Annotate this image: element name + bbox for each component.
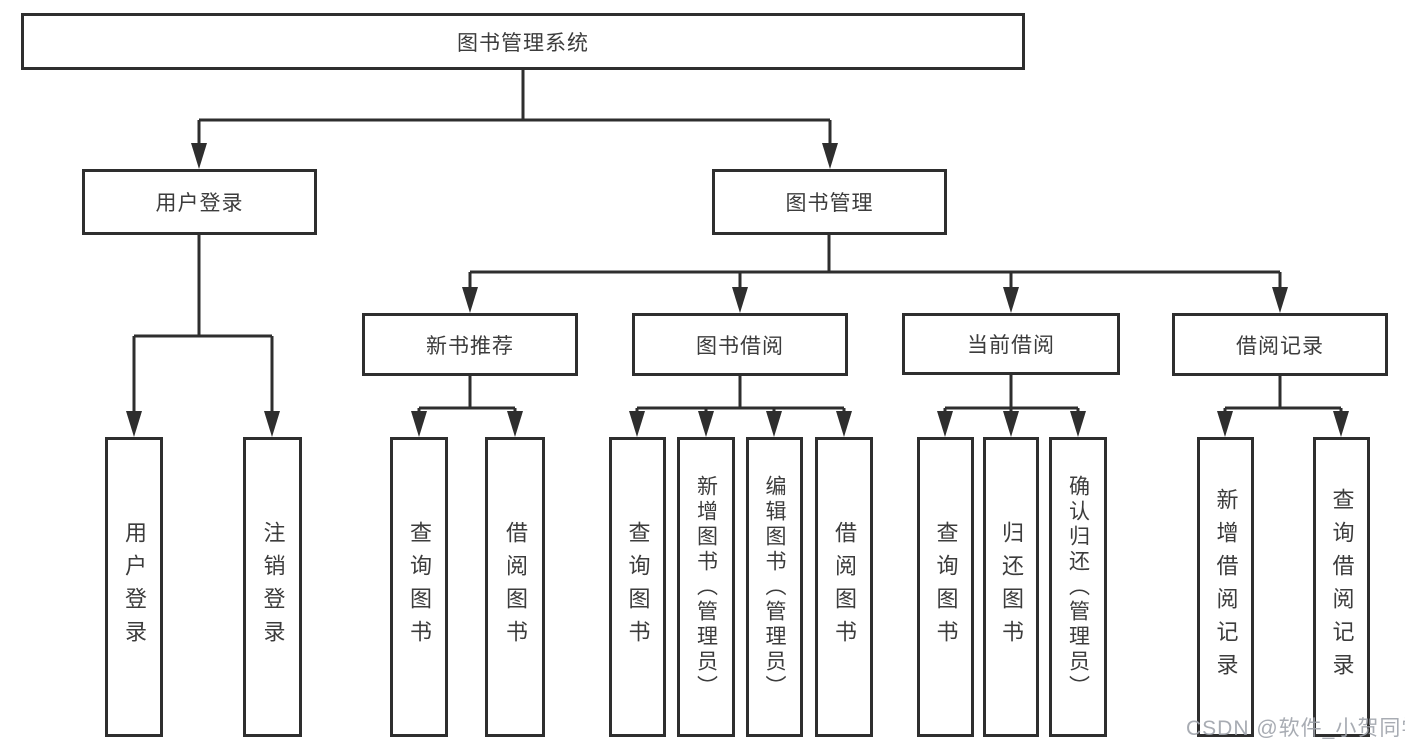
leaf-query-book-recommend: 查询图书 [390,437,448,737]
node-root-label: 图书管理系统 [457,31,589,55]
node-current-borrow: 当前借阅 [902,313,1120,375]
node-new-book-recommend: 新书推荐 [362,313,578,376]
leaf-confirm-return-admin: 确认归还（管理员） [1049,437,1107,737]
leaf-borrow-book: 借阅图书 [815,437,873,737]
leaf-user-login: 用户登录 [105,437,163,737]
leaf-query-book-borrow: 查询图书 [609,437,666,737]
leaf-add-borrow-record: 新增借阅记录 [1197,437,1254,737]
leaf-borrow-book-recommend: 借阅图书 [485,437,545,737]
node-borrow-records-label: 借阅记录 [1236,334,1324,358]
leaf-edit-book-admin-label: 编辑图书（管理员） [763,474,786,700]
leaf-return-book-label: 归还图书 [999,521,1024,653]
csdn-watermark: CSDN @软件_小贺同学 [1186,717,1405,740]
node-borrow-records: 借阅记录 [1172,313,1388,376]
leaf-confirm-return-admin-label: 确认归还（管理员） [1066,474,1090,700]
node-book-borrow: 图书借阅 [632,313,848,376]
leaf-logout-label: 注销登录 [260,521,286,653]
node-book-management: 图书管理 [712,169,947,235]
leaf-query-book-current: 查询图书 [917,437,974,737]
leaf-return-book: 归还图书 [983,437,1039,737]
leaf-borrow-book-label: 借阅图书 [832,521,857,653]
leaf-query-book-current-label: 查询图书 [933,521,959,653]
node-book-management-label: 图书管理 [785,192,874,215]
leaf-query-borrow-record: 查询借阅记录 [1313,437,1370,737]
leaf-add-book-admin: 新增图书（管理员） [677,437,735,737]
node-user-login: 用户登录 [82,169,317,235]
node-root: 图书管理系统 [21,13,1025,70]
leaf-query-book-borrow-label: 查询图书 [625,521,651,653]
leaf-logout: 注销登录 [243,437,302,737]
leaf-query-book-recommend-label: 查询图书 [407,521,432,653]
node-book-borrow-label: 图书借阅 [696,334,784,358]
leaf-borrow-book-recommend-label: 借阅图书 [503,521,528,653]
leaf-edit-book-admin: 编辑图书（管理员） [746,437,803,737]
node-new-book-recommend-label: 新书推荐 [426,334,514,358]
leaf-add-borrow-record-label: 新增借阅记录 [1213,488,1239,686]
leaf-user-login-label: 用户登录 [122,521,147,653]
leaf-add-book-admin-label: 新增图书（管理员） [694,474,718,700]
node-current-borrow-label: 当前借阅 [967,334,1055,357]
node-user-login-label: 用户登录 [155,192,244,215]
leaf-query-borrow-record-label: 查询借阅记录 [1329,488,1355,686]
